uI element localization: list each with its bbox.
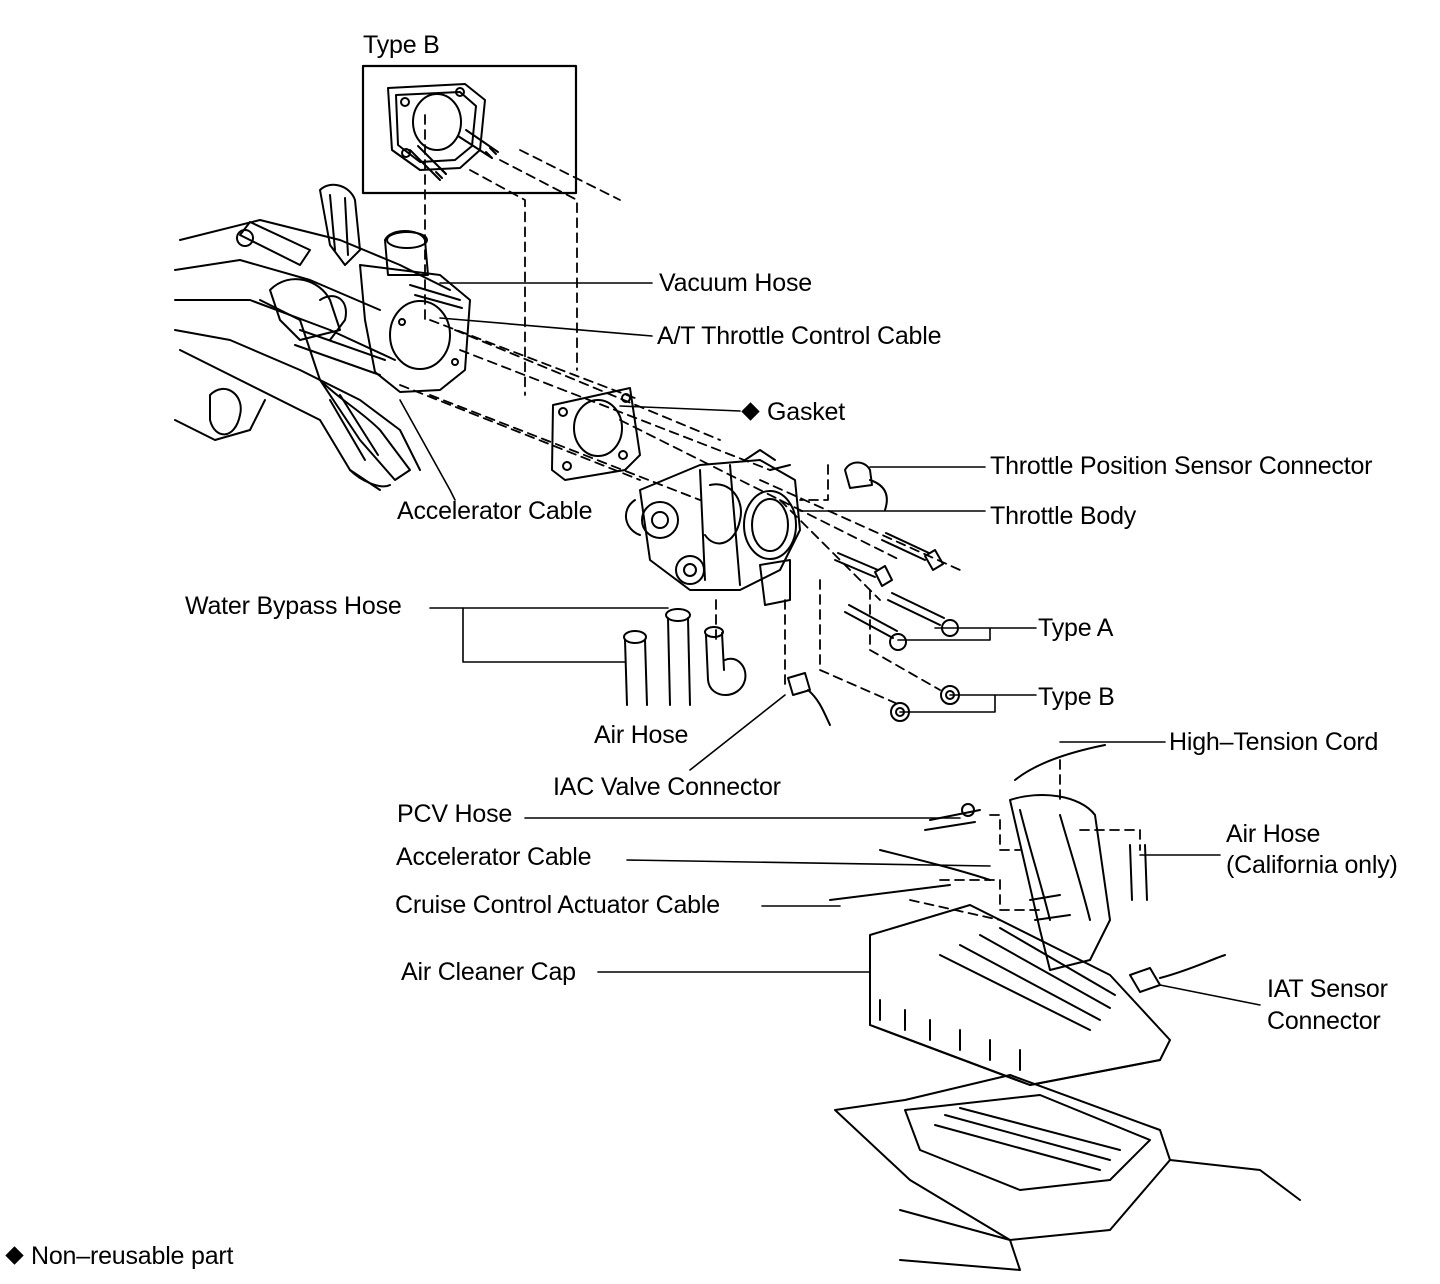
throttle-position-sensor-connector-label: Throttle Position Sensor Connector	[990, 452, 1373, 480]
high-tension-cord-label: High–Tension Cord	[1169, 728, 1379, 756]
pcv-hose-label: PCV Hose	[397, 800, 513, 828]
nuts-type-b	[890, 685, 960, 722]
gasket-label: Gasket	[741, 398, 845, 426]
air-cleaner-case-part	[834, 1074, 1301, 1271]
bolts-type-a	[834, 532, 959, 651]
non-reusable-legend-text: Non–reusable part	[31, 1242, 234, 1270]
cruise-control-actuator-cable-label: Cruise Control Actuator Cable	[395, 891, 720, 919]
air-cleaner-cap-label: Air Cleaner Cap	[401, 958, 576, 986]
at-throttle-control-cable-label: A/T Throttle Control Cable	[657, 322, 942, 350]
type-a-label: Type A	[1038, 614, 1114, 642]
air-hose-label: Air Hose	[594, 721, 689, 749]
non-reusable-legend: Non–reusable part	[5, 1242, 234, 1270]
diamond-icon	[741, 402, 760, 421]
water-bypass-hose-label: Water Bypass Hose	[185, 592, 402, 620]
gasket-part	[551, 387, 641, 481]
iat-sensor-connector-label-line2: Connector	[1267, 1007, 1381, 1035]
air-cleaner-cap-part	[829, 744, 1226, 1086]
leader-lines	[399, 282, 1261, 1006]
iac-connector-part	[787, 672, 831, 726]
accelerator-cable-lower-label: Accelerator Cable	[396, 843, 592, 871]
type-b-inset	[361, 64, 578, 195]
throttle-body-label: Throttle Body	[990, 502, 1137, 530]
air-hose-part	[704, 626, 747, 696]
diamond-icon	[5, 1246, 24, 1265]
intake-manifold	[174, 183, 471, 491]
vacuum-hose-label: Vacuum Hose	[659, 269, 812, 297]
accelerator-cable-upper-label: Accelerator Cable	[397, 497, 593, 525]
water-bypass-hoses	[623, 608, 691, 706]
type-b-inset-label: Type B	[363, 31, 440, 59]
tps-connector-part	[844, 461, 888, 511]
type-b-nuts-label: Type B	[1038, 683, 1115, 711]
air-hose-california-label-line2: (California only)	[1226, 851, 1398, 879]
air-hose-california-label-line1: Air Hose	[1226, 820, 1321, 848]
gasket-text: Gasket	[767, 398, 845, 426]
iat-sensor-connector-label-line1: IAT Sensor	[1267, 975, 1388, 1003]
throttle-body-part	[625, 449, 801, 606]
iac-valve-connector-label: IAC Valve Connector	[553, 773, 781, 801]
